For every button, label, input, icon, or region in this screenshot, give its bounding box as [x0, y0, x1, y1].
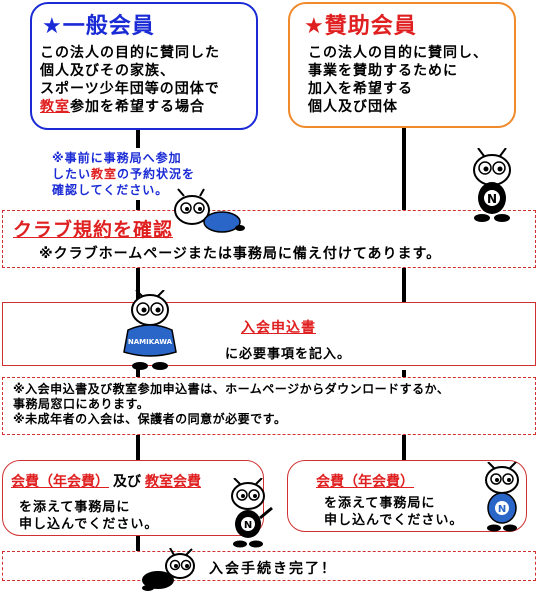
mascot-bug-icon: N — [473, 148, 511, 222]
application-form-title: 入会申込書 — [241, 320, 316, 336]
mascot-bug-shirt-icon: NAMIKAWA — [123, 290, 177, 370]
club-rules-box: クラブ規約を確認 ※クラブホームページまたは事務局に備え付けてあります。 — [2, 210, 536, 268]
svg-text:N: N — [487, 192, 497, 206]
mascot-bug-blue-icon: N — [485, 462, 519, 532]
classroom-highlight: 教室 — [40, 99, 70, 115]
application-notes: ※入会申込書及び教室参加申込書は、ホームページからダウンロードするか、 事務局窓… — [2, 377, 536, 435]
application-form-box: 入会申込書 に必要事項を記入。 — [2, 302, 536, 366]
general-member-description: この法人の目的に賛同した 個人及びその家族、 スポーツ少年団等の団体で 教室参加… — [40, 45, 220, 115]
fee-general-box: 会費（年会費）及び教室会費 を添えて事務局に 申し込んでください。 — [2, 460, 264, 536]
fee-general-instruction: を添えて事務局に 申し込んでください。 — [19, 500, 159, 532]
supporting-member-box: ★賛助会員 この法人の目的に賛同し、 事業を賛助するために 加入を希望する 個人… — [288, 2, 516, 128]
general-member-title: ★一般会員 — [42, 14, 155, 39]
general-member-box: ★一般会員 この法人の目的に賛同した 個人及びその家族、 スポーツ少年団等の団体… — [30, 2, 258, 130]
fee-general-title: 会費（年会費）及び教室会費 — [11, 474, 201, 490]
club-rules-note: ※クラブホームページまたは事務局に備え付けてあります。 — [39, 246, 442, 262]
fee-support-box: 会費（年会費） を添えて事務局に 申し込んでください。 — [287, 460, 527, 532]
completion-box: 入会手続き完了！ — [2, 551, 536, 581]
club-rules-title: クラブ規約を確認 — [13, 219, 174, 241]
svg-text:N: N — [244, 520, 252, 531]
mascot-bug-bottom-icon — [142, 548, 195, 591]
supporting-member-description: この法人の目的に賛同し、 事業を賛助するために 加入を希望する 個人及び団体 — [308, 45, 488, 115]
mascot-shirt-text: NAMIKAWA — [128, 338, 173, 346]
application-form-instruction: に必要事項を記入。 — [225, 347, 352, 362]
completion-text: 入会手続き完了！ — [209, 561, 337, 577]
advance-reservation-note: ※事前に事務局へ参加 したい教室の予約状況を 確認してください。 — [48, 148, 200, 200]
fee-support-instruction: を添えて事務局に 申し込んでください。 — [324, 496, 464, 528]
mascot-bug-lying-icon — [174, 188, 245, 233]
svg-text:N: N — [498, 504, 506, 515]
mascot-bug-waving-icon: N — [231, 478, 273, 548]
fee-support-title: 会費（年会費） — [316, 474, 414, 490]
supporting-member-title: ★賛助会員 — [304, 14, 417, 39]
